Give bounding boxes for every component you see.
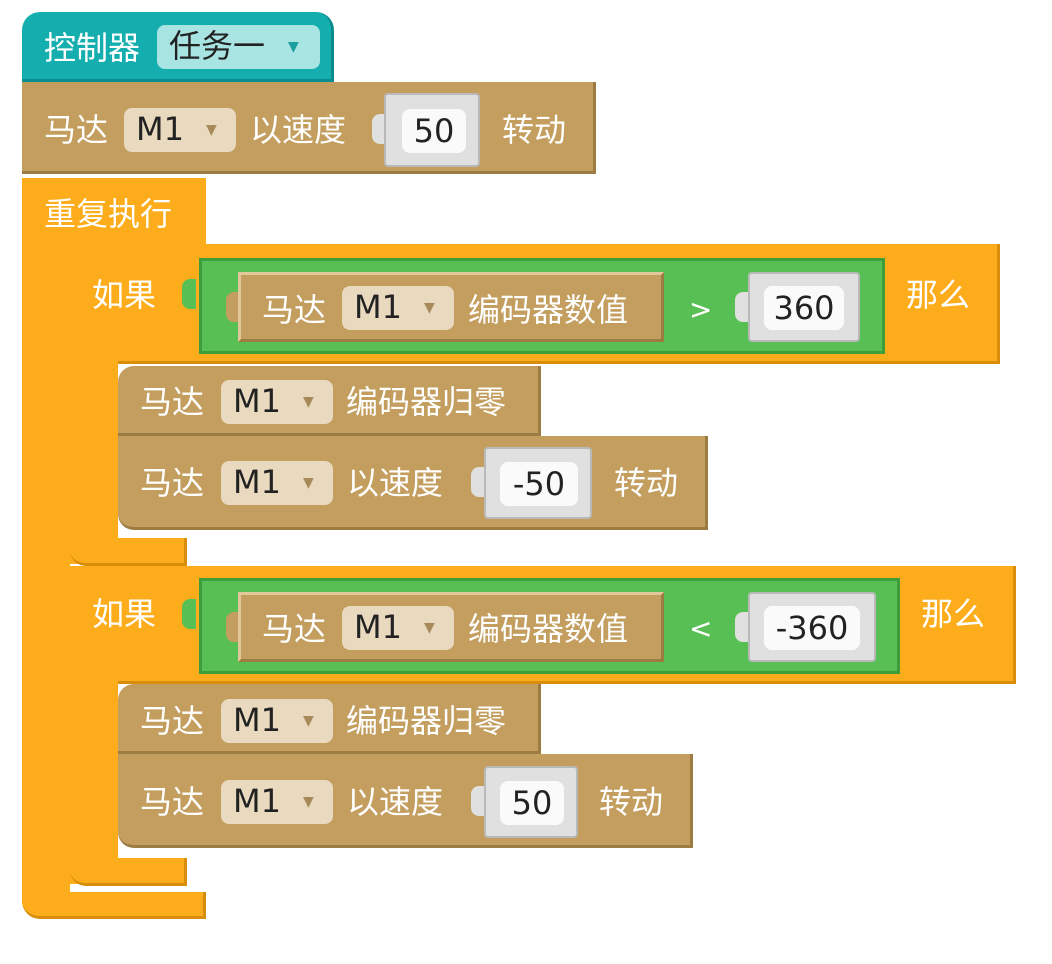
compare-value-input[interactable]: -360 <box>764 606 860 650</box>
motor-label: 马达 <box>140 464 205 502</box>
chevron-down-icon: ▼ <box>303 475 314 491</box>
then-label-1: 那么 <box>906 276 971 314</box>
chevron-down-icon: ▼ <box>424 300 435 316</box>
motor-label: 马达 <box>44 111 109 149</box>
motor-rotate-block[interactable] <box>118 436 708 530</box>
motor-label: 马达 <box>262 291 327 329</box>
speed-input-socket: -50 <box>484 447 592 519</box>
task-dropdown-value: 任务一 <box>169 27 266 65</box>
rotate-label: 转动 <box>502 111 567 149</box>
if-block-1-spine <box>70 244 118 564</box>
speed-input[interactable]: 50 <box>402 109 466 153</box>
motor-dropdown[interactable]: M1 ▼ <box>342 606 454 650</box>
motor-dropdown-value: M1 <box>233 382 281 420</box>
motor-dropdown[interactable]: M1 ▼ <box>221 380 333 424</box>
motor-dropdown-value: M1 <box>136 110 184 148</box>
compare-value-input[interactable]: 360 <box>764 286 844 330</box>
if-label-2: 如果 <box>92 595 157 633</box>
motor-label: 马达 <box>262 610 327 648</box>
encoder-value-label: 编码器数值 <box>468 610 629 648</box>
task-dropdown[interactable]: 任务一 ▼ <box>157 25 320 69</box>
rotate-label: 转动 <box>599 783 664 821</box>
encoder-value-label: 编码器数值 <box>468 291 629 329</box>
compare-value-socket: -360 <box>748 592 876 662</box>
if-block-2-spine <box>70 566 118 884</box>
motor-dropdown[interactable]: M1 ▼ <box>221 699 333 743</box>
motor-dropdown[interactable]: M1 ▼ <box>221 461 333 505</box>
motor-label: 马达 <box>140 702 205 740</box>
speed-input[interactable]: -50 <box>500 462 578 506</box>
motor-rotate-block[interactable] <box>118 754 693 848</box>
chevron-down-icon: ▼ <box>206 122 217 138</box>
input-socket-connector <box>372 114 386 144</box>
forever-block-bottom <box>22 892 206 919</box>
if-block-2-bottom <box>70 858 187 886</box>
speed-label: 以速度 <box>250 111 347 149</box>
speed-label: 以速度 <box>347 783 444 821</box>
chevron-down-icon: ▼ <box>288 39 299 55</box>
operator-label: > <box>689 293 713 326</box>
motor-dropdown-value: M1 <box>233 463 281 501</box>
motor-dropdown-value: M1 <box>354 288 402 326</box>
motor-rotate-block[interactable] <box>22 82 596 174</box>
motor-label: 马达 <box>140 383 205 421</box>
reporter-socket-connector <box>226 612 240 642</box>
input-socket-connector <box>471 467 485 497</box>
motor-dropdown-value: M1 <box>233 782 281 820</box>
encoder-reset-label: 编码器归零 <box>346 702 507 740</box>
motor-dropdown[interactable]: M1 ▼ <box>342 286 454 330</box>
compare-value-socket: 360 <box>748 272 860 342</box>
speed-input-socket: 50 <box>484 766 578 838</box>
condition-socket-connector <box>182 599 196 629</box>
operator-label: < <box>689 612 713 645</box>
input-socket-connector <box>471 786 485 816</box>
chevron-down-icon: ▼ <box>303 713 314 729</box>
motor-dropdown-value: M1 <box>233 701 281 739</box>
controller-label: 控制器 <box>44 29 141 67</box>
motor-label: 马达 <box>140 783 205 821</box>
speed-label: 以速度 <box>347 464 444 502</box>
encoder-reset-label: 编码器归零 <box>346 383 507 421</box>
forever-block-spine <box>22 178 70 918</box>
if-block-1-bottom <box>70 538 187 566</box>
motor-dropdown[interactable]: M1 ▼ <box>124 108 236 152</box>
input-socket-connector <box>735 292 749 322</box>
chevron-down-icon: ▼ <box>303 794 314 810</box>
speed-input[interactable]: 50 <box>500 781 564 825</box>
motor-dropdown-value: M1 <box>354 608 402 646</box>
motor-dropdown[interactable]: M1 ▼ <box>221 780 333 824</box>
then-label-2: 那么 <box>921 595 986 633</box>
rotate-label: 转动 <box>614 464 679 502</box>
speed-input-socket: 50 <box>384 93 480 167</box>
chevron-down-icon: ▼ <box>424 620 435 636</box>
if-label-1: 如果 <box>92 276 157 314</box>
forever-label: 重复执行 <box>44 195 173 233</box>
condition-socket-connector <box>182 279 196 309</box>
reporter-socket-connector <box>226 292 240 322</box>
input-socket-connector <box>735 612 749 642</box>
chevron-down-icon: ▼ <box>303 394 314 410</box>
